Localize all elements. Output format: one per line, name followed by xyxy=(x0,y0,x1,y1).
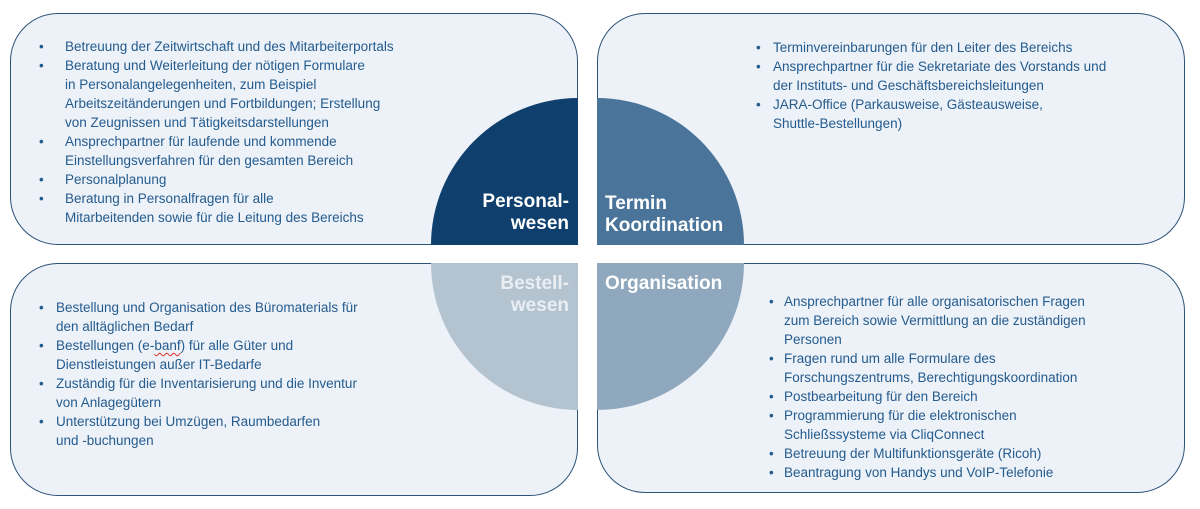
bullet-item: Beratung in Personalfragen für alle Mita… xyxy=(39,189,565,227)
bullet-item: Fragen rund um alle Formulare des Forsch… xyxy=(769,349,1172,387)
bullet-list-bestellwesen: Bestellung und Organisation des Büromate… xyxy=(39,298,565,450)
bullet-item: Terminvereinbarungen für den Leiter des … xyxy=(756,38,1172,57)
quadrant-label-personalwesen: Personal- wesen xyxy=(482,191,569,234)
bullet-item: Programmierung für die elektronischen Sc… xyxy=(769,406,1172,444)
bullet-item: Beratung und Weiterleitung der nötigen F… xyxy=(39,56,565,132)
quadrant-label-bestellwesen: Bestell- wesen xyxy=(500,273,569,316)
bullet-item: Bestellung und Organisation des Büromate… xyxy=(39,298,565,336)
bullet-item: Bestellungen (e-banf) für alle Güter und… xyxy=(39,336,565,374)
bullet-item: JARA-Office (Parkausweise, Gästeausweise… xyxy=(756,95,1172,133)
card-personalwesen: Betreuung der Zeitwirtschaft und des Mit… xyxy=(10,13,578,245)
bullet-item: Personalplanung xyxy=(39,170,565,189)
card-terminkoordination: Terminvereinbarungen für den Leiter des … xyxy=(597,13,1185,245)
quadrant-wedge-organisation: Organisation xyxy=(597,263,744,410)
bullet-item: Postbearbeitung für den Bereich xyxy=(769,387,1172,406)
bullet-item: Betreuung der Multifunktionsgeräte (Rico… xyxy=(769,444,1172,463)
bullet-list-terminkoordination: Terminvereinbarungen für den Leiter des … xyxy=(756,38,1172,133)
bullet-item: Unterstützung bei Umzügen, Raumbedarfen … xyxy=(39,412,565,450)
bullet-list-personalwesen: Betreuung der Zeitwirtschaft und des Mit… xyxy=(39,37,565,227)
bullet-item: Ansprechpartner für alle organisatorisch… xyxy=(769,292,1172,349)
spellcheck-underline: banf xyxy=(154,338,181,353)
bullet-item: Beantragung von Handys und VoIP-Telefoni… xyxy=(769,463,1172,482)
bullet-item: Betreuung der Zeitwirtschaft und des Mit… xyxy=(39,37,565,56)
quadrant-label-organisation: Organisation xyxy=(605,273,723,294)
card-organisation: Ansprechpartner für alle organisatorisch… xyxy=(597,263,1185,493)
bullet-item: Zuständig für die Inventarisierung und d… xyxy=(39,374,565,412)
bullet-item: Ansprechpartner für die Sekretariate des… xyxy=(756,57,1172,95)
quadrant-label-terminkoordination: Termin Koordination xyxy=(605,193,724,236)
bullet-list-organisation: Ansprechpartner für alle organisatorisch… xyxy=(769,292,1172,482)
bullet-item: Ansprechpartner für laufende und kommend… xyxy=(39,132,565,170)
